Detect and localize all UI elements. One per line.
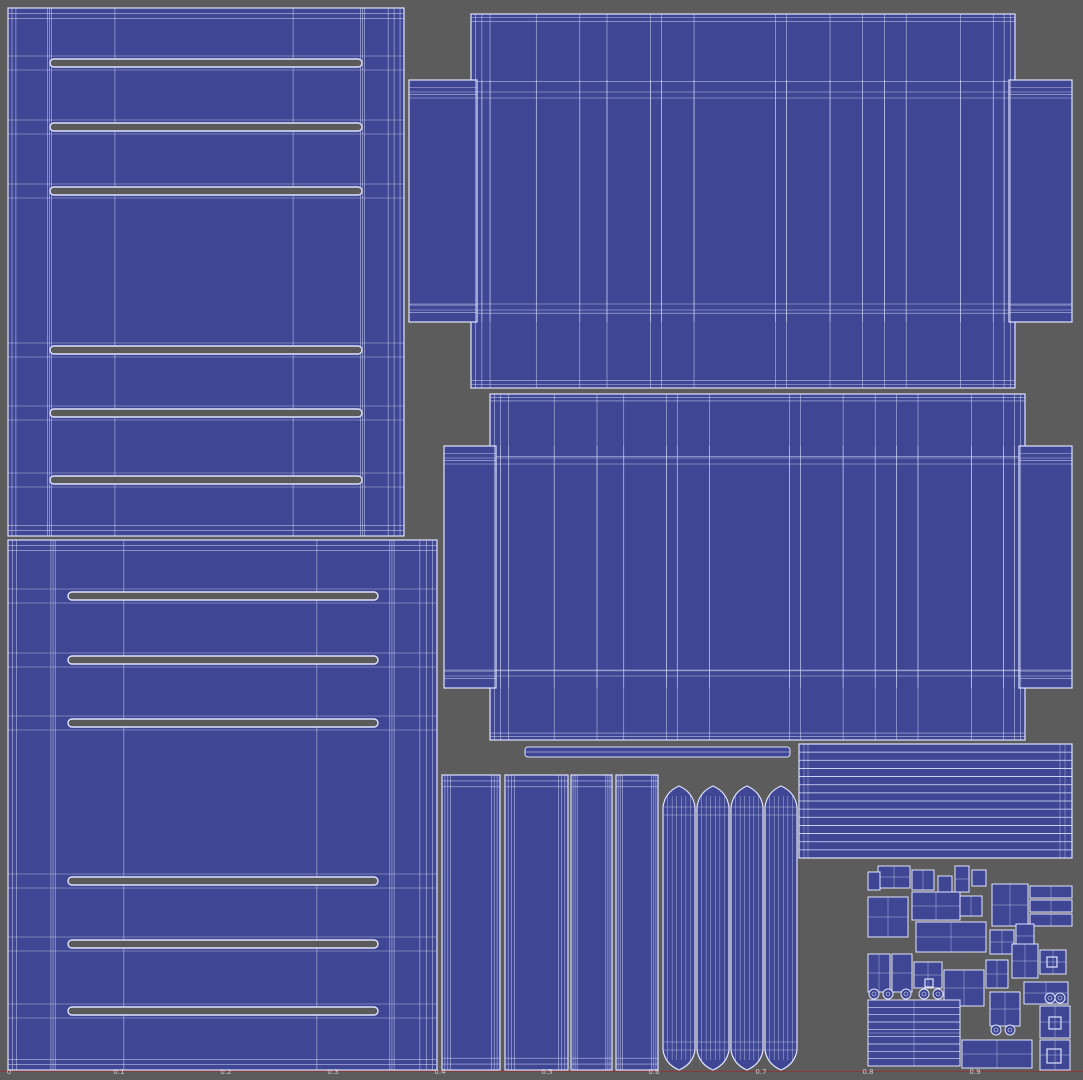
- axis-tick-label: 0.7: [755, 1068, 767, 1076]
- uv-island-slotted-panel: [7, 539, 438, 1071]
- uv-slot-cutout: [49, 475, 363, 485]
- uv-shell-fill: [615, 774, 659, 1071]
- uv-bolt-ring: [871, 991, 877, 997]
- uv-bolt-part: [932, 988, 944, 1000]
- u-axis-line: [0, 1071, 1083, 1072]
- uv-frame-part: [1046, 956, 1058, 968]
- uv-bolt-part: [868, 988, 880, 1000]
- uv-bolt-part: [900, 988, 912, 1000]
- uv-bolt-ring: [903, 991, 909, 997]
- uv-bolt-part: [882, 988, 894, 1000]
- axis-tick-label: 0.5: [541, 1068, 553, 1076]
- uv-bolt-part: [990, 1024, 1002, 1036]
- uv-island-small-parts: [867, 865, 1073, 1071]
- uv-flap: [408, 79, 478, 323]
- uv-slot-cutout: [67, 655, 379, 665]
- uv-shell-fill: [7, 7, 405, 537]
- uv-slot-cutout: [67, 718, 379, 728]
- axis-tick-label: 0.4: [434, 1068, 446, 1076]
- axis-tick-label: 0.9: [969, 1068, 981, 1076]
- uv-bolt-part: [1004, 1024, 1016, 1036]
- axis-tick-label: 0.1: [113, 1068, 125, 1076]
- uv-flap: [443, 445, 497, 689]
- uv-bolt-part: [918, 988, 930, 1000]
- uv-slot-cutout: [67, 1006, 379, 1016]
- uv-part: [971, 869, 987, 887]
- uv-slot-cutout: [49, 58, 363, 68]
- uv-island-slotted-panel: [7, 7, 405, 537]
- uv-shell-fill: [470, 13, 1016, 389]
- uv-slot-cutout: [49, 186, 363, 196]
- uv-slot-cutout: [67, 876, 379, 886]
- axis-tick-label: 0.2: [220, 1068, 232, 1076]
- uv-bolt-ring: [921, 991, 927, 997]
- uv-island-thin-strip: [524, 746, 791, 758]
- uv-bolt-ring: [935, 991, 941, 997]
- uv-shell-fill: [7, 539, 438, 1071]
- axis-tick-label: 0.3: [327, 1068, 339, 1076]
- uv-part: [867, 871, 881, 891]
- uv-bolt-ring: [1007, 1027, 1013, 1033]
- uv-island-side-strips: [441, 774, 659, 1071]
- uv-bolt-part: [1054, 992, 1066, 1004]
- uv-frame-part: [1046, 1048, 1062, 1064]
- uv-shell-fill: [489, 393, 1026, 741]
- uv-island-box-middle: [443, 393, 1073, 741]
- uv-flap: [1018, 445, 1073, 689]
- uv-shell-fill: [441, 774, 501, 1071]
- axis-tick-label: 0.6: [648, 1068, 660, 1076]
- uv-frame-part: [924, 978, 934, 988]
- uv-bolt-ring: [993, 1027, 999, 1033]
- uv-island-pointed-slats: [662, 785, 798, 1071]
- uv-slot-cutout: [67, 939, 379, 949]
- uv-frame-part: [1048, 1016, 1062, 1030]
- uv-slot-cutout: [67, 591, 379, 601]
- uv-slot-cutout: [49, 122, 363, 132]
- uv-island-box-top: [408, 13, 1073, 389]
- uv-bolt-ring: [1047, 995, 1053, 1001]
- uv-island-bar-stack: [798, 743, 1073, 859]
- uv-flap: [1008, 79, 1073, 323]
- uv-bolt-ring: [885, 991, 891, 997]
- uv-bolt-part: [1044, 992, 1056, 1004]
- uv-shell-fill: [570, 774, 613, 1071]
- uv-shell-fill: [504, 774, 569, 1071]
- axis-tick-label: 0: [6, 1068, 12, 1076]
- uv-bolt-ring: [1057, 995, 1063, 1001]
- axis-tick-label: 0.8: [862, 1068, 874, 1076]
- uv-slot-cutout: [49, 408, 363, 418]
- uv-slot-cutout: [49, 345, 363, 355]
